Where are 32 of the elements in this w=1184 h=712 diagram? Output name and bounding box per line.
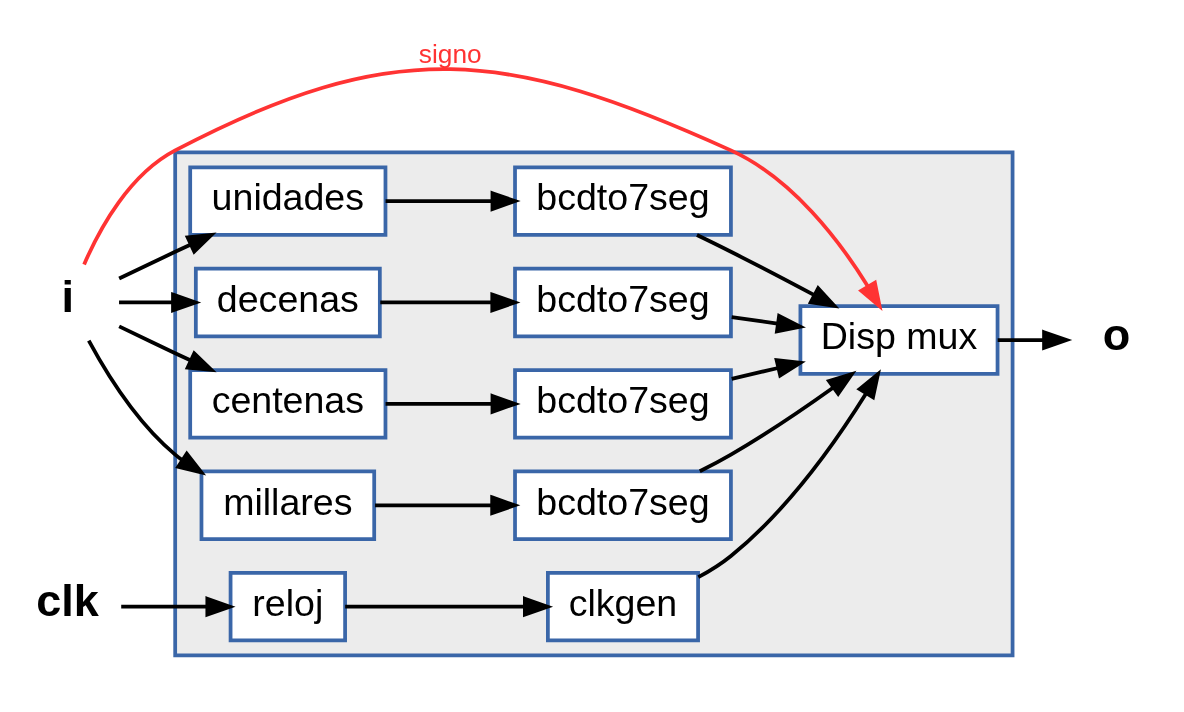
arrow <box>385 393 521 415</box>
arrow <box>87 339 207 476</box>
arrow <box>375 494 521 516</box>
arrow <box>731 312 806 334</box>
arrow <box>118 324 217 373</box>
arrow <box>997 329 1073 351</box>
arrow <box>118 232 217 281</box>
node-box: bcdto7seg <box>513 266 733 339</box>
node-box: bcdto7seg <box>513 469 733 541</box>
arrow <box>119 291 202 314</box>
arrow <box>385 190 521 212</box>
arrow <box>697 369 881 579</box>
arrow <box>698 370 857 473</box>
arrow <box>121 596 236 618</box>
node-text: i <box>61 271 75 323</box>
node-box: bcdto7seg <box>513 368 733 440</box>
node-box: reloj <box>228 571 347 643</box>
edge-label: signo <box>418 38 482 69</box>
node-box: centenas <box>188 368 388 440</box>
node-box: millares <box>199 469 377 541</box>
node-box: clkgen <box>546 571 700 643</box>
arrow <box>696 233 840 309</box>
arrow <box>82 67 883 312</box>
node-box: unidades <box>188 165 388 237</box>
node-box: bcdto7seg <box>513 165 733 237</box>
node-box: Disp mux <box>798 304 1000 376</box>
arrow <box>731 358 806 381</box>
node-box: decenas <box>193 266 382 339</box>
arrow <box>380 291 521 314</box>
node-text: clk <box>36 575 99 627</box>
node-text: o <box>1102 308 1131 360</box>
arrow <box>345 596 554 618</box>
